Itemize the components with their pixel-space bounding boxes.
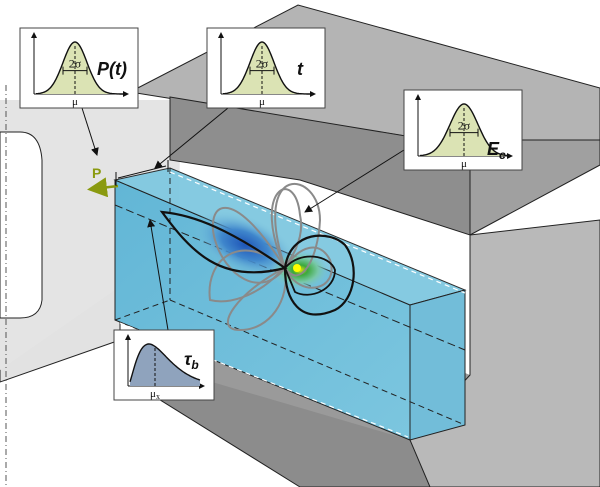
leader-load	[81, 107, 99, 156]
distribution-curve	[36, 41, 124, 95]
inset-label: Ec	[487, 139, 506, 162]
stress-peak	[293, 264, 301, 272]
x-axis-arrow	[507, 153, 513, 159]
mean-label: μ	[461, 158, 467, 170]
wall-opening	[0, 131, 43, 319]
leader-time	[154, 107, 229, 169]
load-arrow	[87, 177, 119, 198]
beam-hidden-edge-bottom	[169, 299, 466, 426]
mean-label: μ	[72, 96, 78, 108]
inset-label: P(t)	[97, 59, 127, 79]
mean-label: μx	[150, 388, 160, 401]
distribution-fill	[223, 42, 311, 94]
inset-label: t	[297, 59, 304, 79]
sigma-label: 2σ	[458, 119, 471, 133]
contour-gray-3	[274, 182, 322, 277]
contour-lines	[159, 182, 355, 332]
load-arrow-group: P	[87, 165, 119, 198]
sigma-label: 2σ	[69, 57, 82, 71]
contour-gray-2	[211, 206, 287, 284]
contour-black-3	[283, 255, 336, 296]
inset-time-distribution: 2σ μ t	[206, 27, 326, 109]
x-axis-arrow	[123, 91, 129, 97]
inset-load-distribution: 2σ μ P(t)	[19, 27, 139, 109]
beam-white-dash-top	[169, 171, 466, 294]
inset-label: τb	[184, 349, 199, 372]
beam-axis	[114, 204, 466, 351]
beam-white-dash-bottom	[119, 322, 409, 438]
contour-gray-4	[227, 266, 287, 332]
beam-end-face	[409, 289, 466, 441]
inset-modulus-distribution: 2σ μ Ec	[403, 89, 523, 171]
distribution-curve	[129, 343, 201, 383]
distribution-fill	[36, 42, 124, 94]
y-axis-arrow	[31, 32, 37, 38]
distribution-curve	[419, 103, 509, 157]
y-axis-arrow	[415, 94, 421, 100]
contour-black-2	[283, 234, 355, 316]
mean-label: μ	[259, 96, 265, 108]
inset-bond-distribution: μx τb	[113, 329, 215, 401]
y-axis-arrow	[218, 32, 224, 38]
contour-gray-5	[283, 246, 333, 289]
x-axis-arrow	[199, 383, 205, 389]
x-axis-arrow	[310, 91, 316, 97]
load-label: P	[92, 165, 101, 181]
sigma-label: 2σ	[256, 57, 269, 71]
y-axis-arrow	[125, 334, 131, 340]
leader-bond	[147, 219, 169, 331]
distribution-fill	[130, 344, 200, 386]
leader-arrows	[81, 107, 405, 331]
distribution-curve	[223, 41, 311, 95]
leader-modulus	[304, 149, 405, 213]
